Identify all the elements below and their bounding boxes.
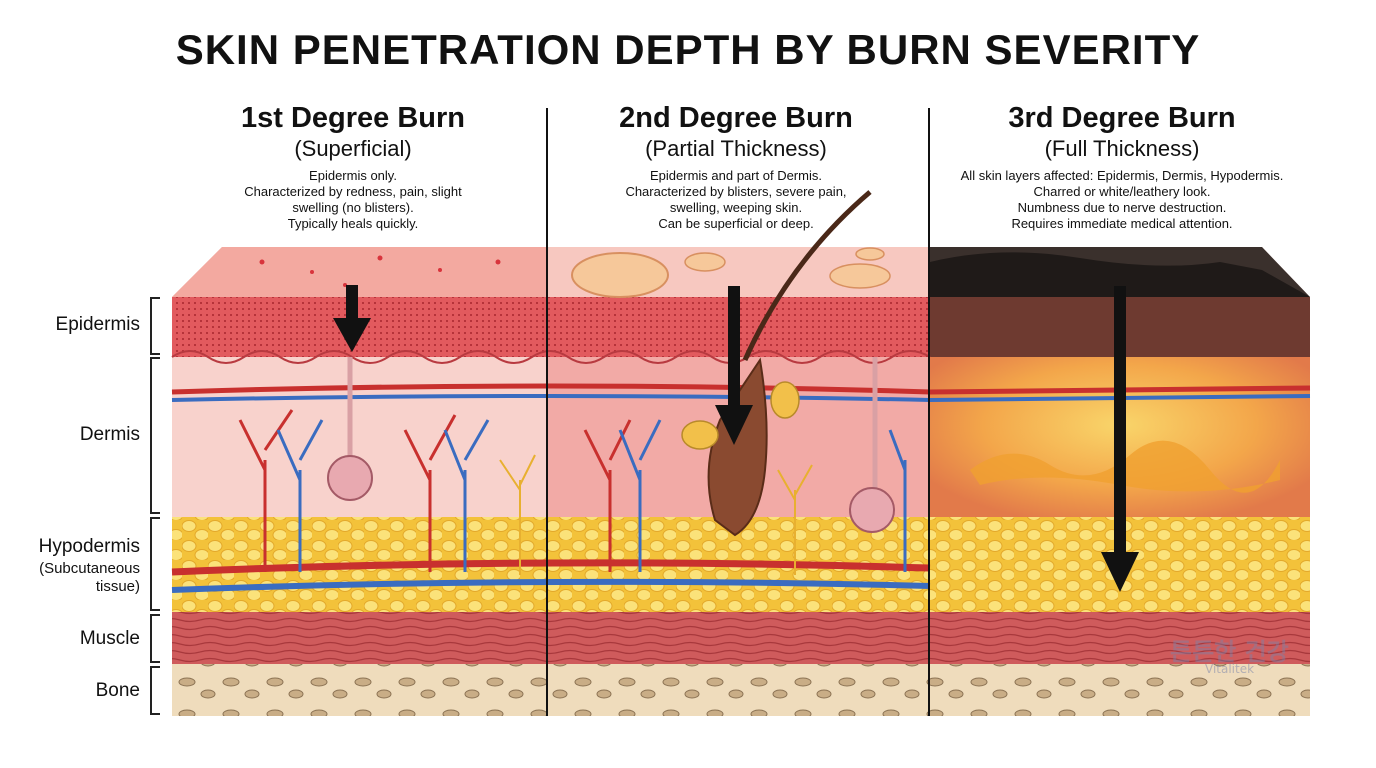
sebaceous-gland [771,382,799,418]
layer-label-hypodermis-sub: (Subcutaneous tissue) [39,560,140,596]
column-divider [546,108,548,716]
layer-bracket [150,517,160,611]
blister [830,264,890,288]
muscle-layer [172,612,1310,664]
layer-label-dermis: Dermis [80,424,140,446]
layer-label-hypodermis: Hypodermis [39,536,140,558]
layer-bracket [150,614,160,663]
column-divider [928,108,930,716]
skin-surface-redness [172,247,548,297]
layer-bracket [150,357,160,514]
layer-label-epidermis: Epidermis [56,314,140,336]
sweat-gland [850,488,894,532]
blister [685,253,725,271]
blister [856,248,884,260]
sweat-gland [328,456,372,500]
bone-layer [172,664,1310,716]
blister [572,253,668,297]
layer-bracket [150,666,160,715]
watermark-sub: Vitalitek [1205,662,1254,676]
layer-label-muscle: Muscle [80,628,140,650]
layer-label-bone: Bone [96,680,140,702]
sebaceous-gland [682,421,718,449]
layer-bracket [150,297,160,355]
